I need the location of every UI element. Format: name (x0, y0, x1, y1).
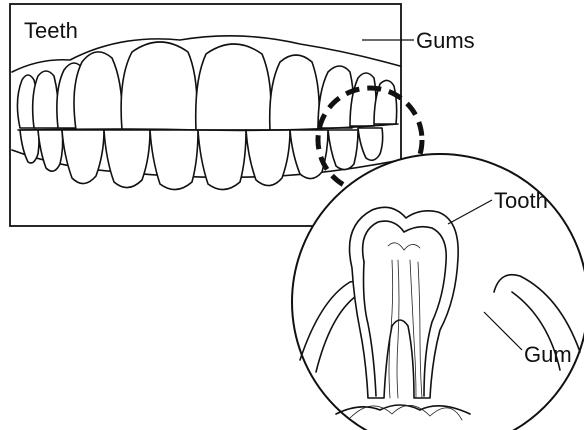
label-tooth: Tooth (494, 188, 548, 213)
label-gum: Gum (524, 342, 572, 367)
label-gums: Gums (416, 28, 475, 53)
label-teeth: Teeth (24, 18, 78, 43)
